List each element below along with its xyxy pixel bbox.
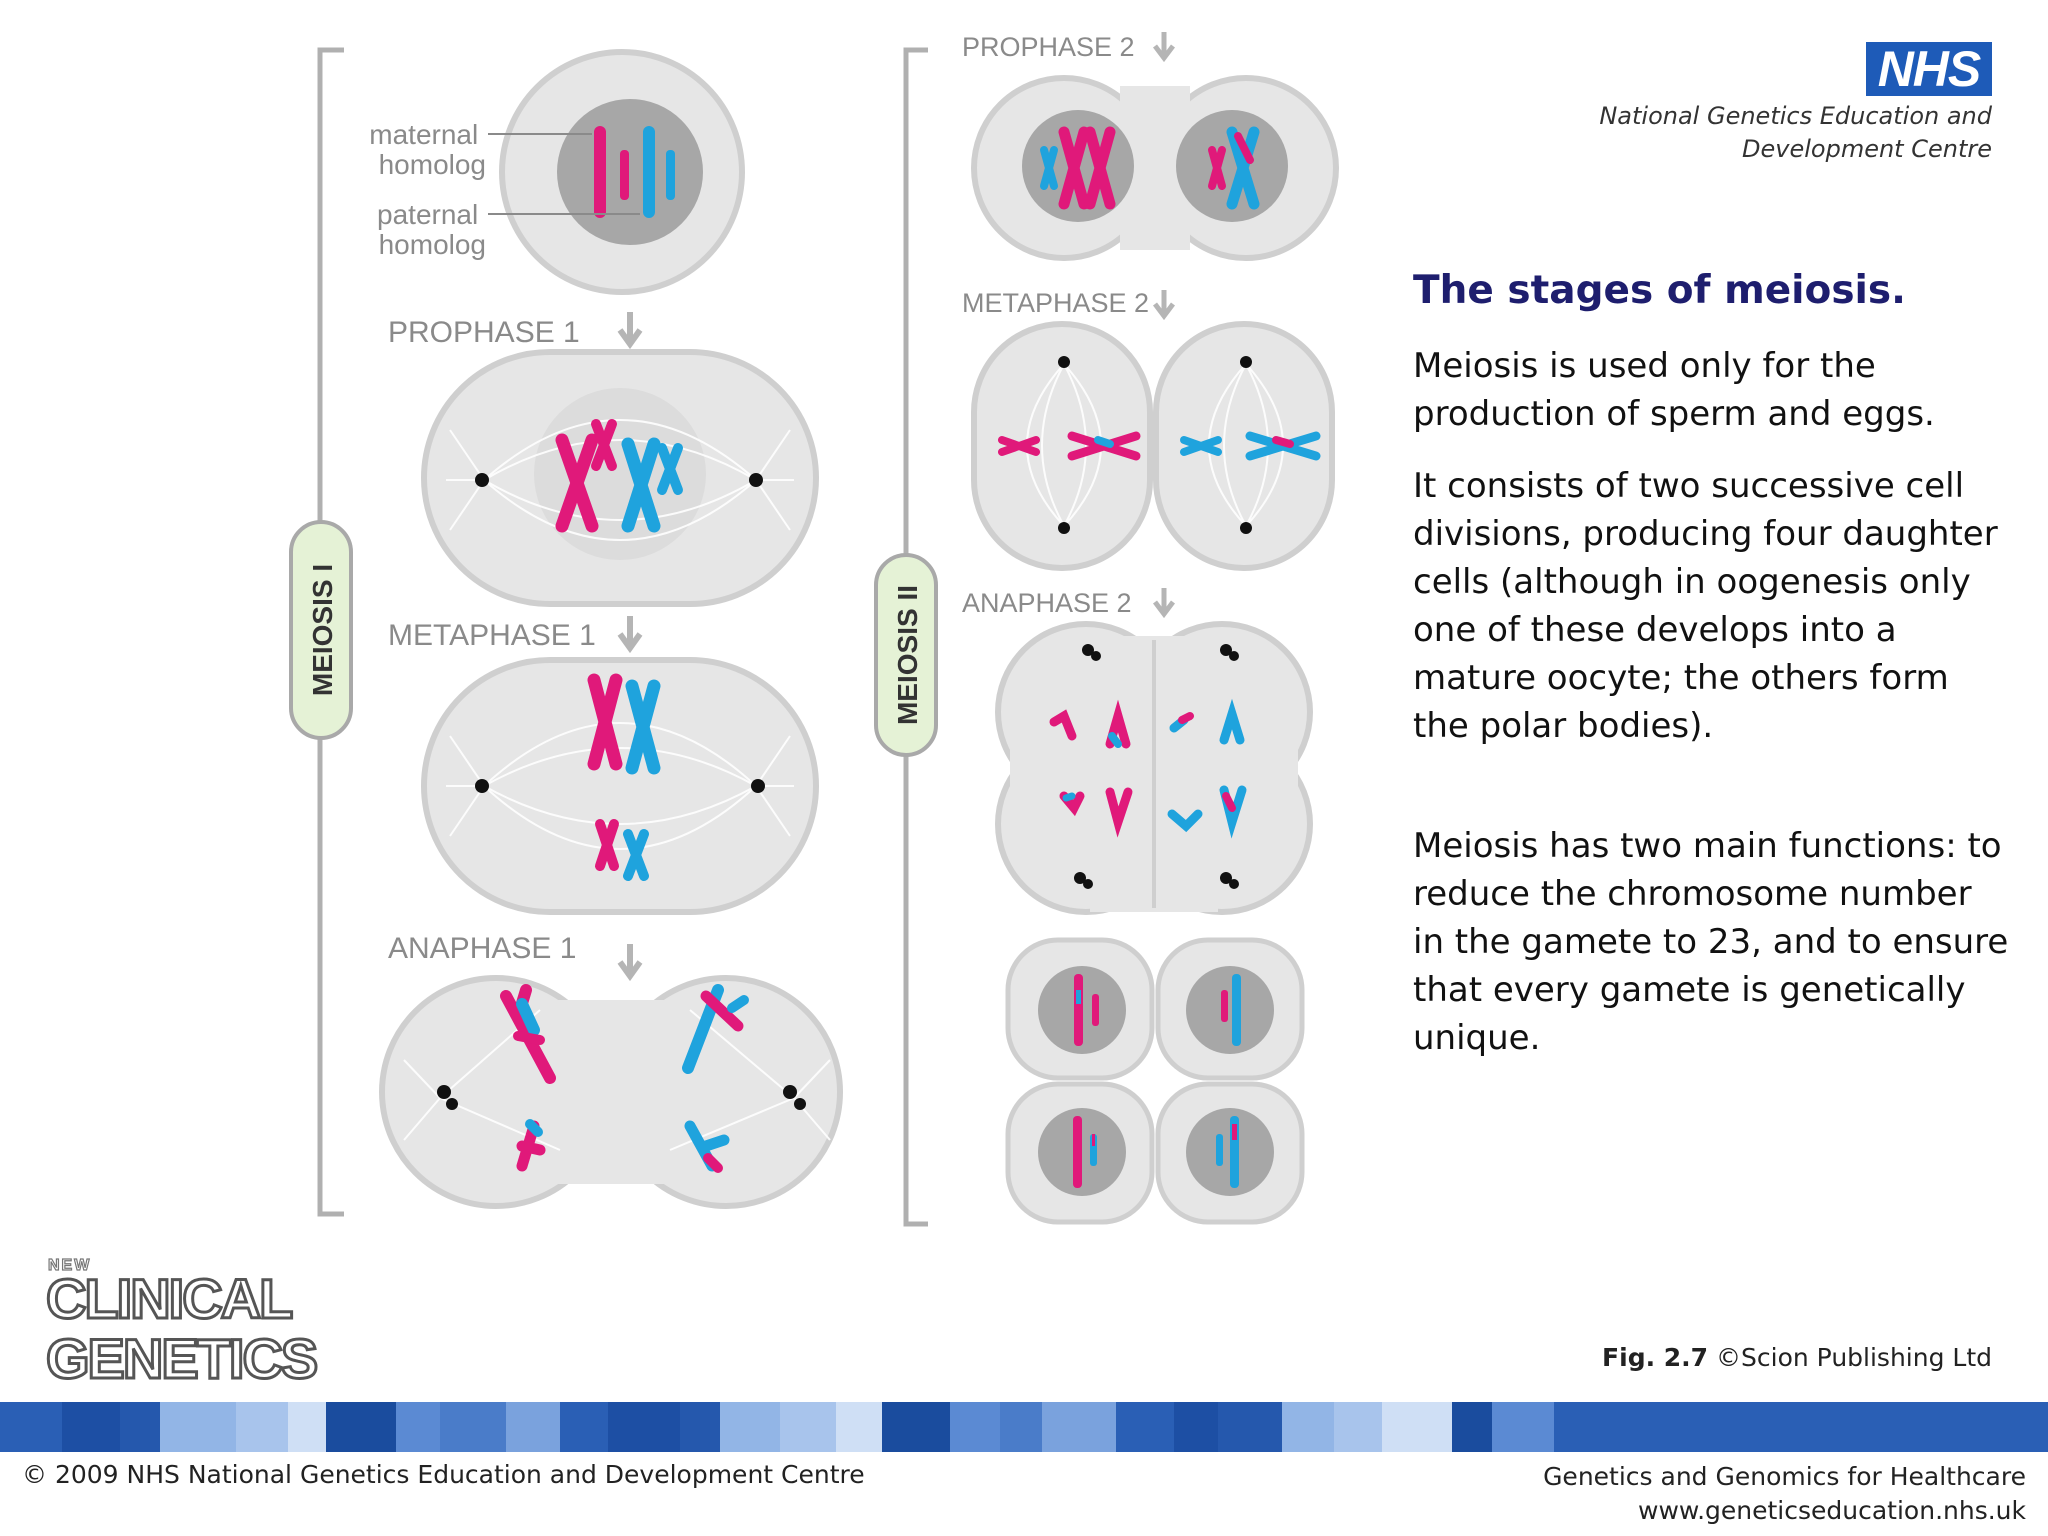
content-paragraph: Meiosis has two main functions: to reduc… — [1413, 826, 2009, 1058]
stripe-segment — [1452, 1402, 1492, 1452]
nhs-subtitle-line: Development Centre — [1742, 135, 1992, 163]
meiosis-1-tag: MEIOSIS I — [289, 520, 353, 740]
footer-website[interactable]: www.geneticseducation.nhs.uk — [1638, 1496, 2026, 1525]
stripe-segment — [326, 1402, 396, 1452]
stripe-segment — [882, 1402, 950, 1452]
nhs-subtitle-line: National Genetics Education and — [1599, 102, 1992, 130]
figure-publisher: ©Scion Publishing Ltd — [1716, 1343, 1992, 1372]
footer-copyright: © 2009 NHS National Genetics Education a… — [22, 1460, 865, 1489]
meiosis-diagram: MEIOSIS I MEIOSIS II maternal homolog pa… — [289, 32, 1339, 1227]
arrow-icon — [1153, 588, 1175, 619]
stripe-segment — [680, 1402, 720, 1452]
logo-clinical: CLINICAL — [46, 1267, 292, 1330]
content-title: The stages of meiosis. — [1413, 268, 1906, 313]
stripe-segment — [236, 1402, 288, 1452]
stripe-segment — [1218, 1402, 1282, 1452]
stripe-segment — [1492, 1402, 1554, 1452]
stripe-segment — [836, 1402, 882, 1452]
stripe-segment — [780, 1402, 836, 1452]
stripe-segment — [0, 1402, 62, 1452]
prophase-2-cell — [971, 75, 1339, 261]
footer-right: Genetics and Genomics for Healthcare www… — [1543, 1460, 2026, 1528]
arrow-icon — [617, 944, 643, 982]
metaphase-2-cell — [971, 321, 1335, 571]
meiosis-2-tag: MEIOSIS II — [874, 553, 938, 757]
stage-label-anaphase-1: ANAPHASE 1 — [388, 932, 576, 965]
stripe-segment — [396, 1402, 440, 1452]
arrow-icon — [617, 616, 643, 654]
anaphase-2-cell — [995, 621, 1313, 915]
meiosis-2-label: MEIOSIS II — [892, 585, 923, 725]
stripe-segment — [288, 1402, 326, 1452]
stripe-segment — [62, 1402, 120, 1452]
initial-cell — [499, 49, 745, 295]
footer-tagline: Genetics and Genomics for Healthcare — [1543, 1462, 2026, 1491]
stage-label-prophase-2: PROPHASE 2 — [962, 32, 1135, 62]
figure-number: Fig. 2.7 — [1602, 1343, 1709, 1372]
stripe-segment — [506, 1402, 560, 1452]
arrow-icon — [1153, 290, 1175, 321]
stripe-segment — [1334, 1402, 1382, 1452]
prophase-1-cell — [421, 349, 819, 607]
stripe-segment — [560, 1402, 608, 1452]
stripe-band — [0, 1402, 2048, 1452]
figure-credit: Fig. 2.7 ©Scion Publishing Ltd — [1602, 1343, 1992, 1372]
stripe-segment — [120, 1402, 160, 1452]
nhs-subtitle: National Genetics Education and Developm… — [1472, 100, 1992, 166]
content-paragraph: It consists of two successive cell divis… — [1413, 466, 1998, 746]
maternal-homolog-label: maternal homolog — [369, 119, 486, 180]
stripe-segment — [440, 1402, 506, 1452]
stripe-segment — [950, 1402, 1000, 1452]
stripe-segment — [160, 1402, 236, 1452]
stripe-segment — [1382, 1402, 1452, 1452]
content-paragraph: Meiosis is used only for the production … — [1413, 346, 1935, 434]
stage-label-anaphase-2: ANAPHASE 2 — [962, 588, 1132, 618]
stripe-segment — [720, 1402, 780, 1452]
metaphase-1-cell — [421, 657, 819, 915]
logo-new: NEW — [48, 1257, 91, 1274]
stage-label-metaphase-1: METAPHASE 1 — [388, 619, 596, 652]
new-clinical-genetics-logo: NEW CLINICAL GENETICS — [46, 1256, 320, 1390]
stripe-segment — [1282, 1402, 1334, 1452]
arrow-icon — [1153, 32, 1175, 63]
stage-label-prophase-1: PROPHASE 1 — [388, 316, 580, 349]
stripe-segment — [608, 1402, 680, 1452]
stripe-segment — [1554, 1402, 2048, 1452]
meiosis-1-label: MEIOSIS I — [307, 564, 338, 696]
stripe-segment — [1042, 1402, 1116, 1452]
arrow-icon — [617, 312, 643, 350]
daughter-cells — [1005, 937, 1305, 1225]
stripe-segment — [1174, 1402, 1218, 1452]
stripe-segment — [1116, 1402, 1174, 1452]
nhs-logo: NHS — [1866, 42, 1992, 96]
paternal-homolog-label: paternal homolog — [377, 199, 486, 260]
anaphase-1-cell — [379, 975, 843, 1209]
stage-label-metaphase-2: METAPHASE 2 — [962, 288, 1149, 318]
stripe-segment — [1000, 1402, 1042, 1452]
logo-genetics: GENETICS — [46, 1327, 317, 1390]
